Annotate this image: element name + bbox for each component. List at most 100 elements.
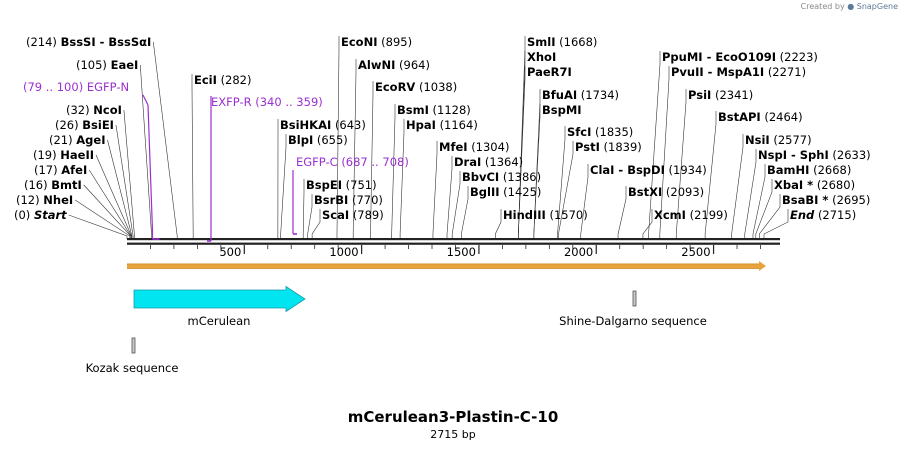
site-name: End xyxy=(790,208,815,222)
site-label[interactable]: ClaI - BspDI (1934) xyxy=(590,163,707,177)
site-label[interactable]: HpaI (1164) xyxy=(406,118,478,132)
site-name: SfcI xyxy=(567,125,591,139)
site-label[interactable]: XhoI xyxy=(527,50,556,64)
site-label[interactable]: EciI (282) xyxy=(194,73,252,87)
site-leader xyxy=(191,74,194,239)
ruler-tick-label: 1000 xyxy=(329,245,358,259)
ruler-tick-label: 1500 xyxy=(447,245,476,259)
site-label[interactable]: BsmI (1128) xyxy=(397,103,471,117)
feature-kozak[interactable]: Kozak sequence xyxy=(86,337,179,375)
site-label[interactable]: MfeI (1304) xyxy=(439,140,509,154)
site-label[interactable]: AlwNI (964) xyxy=(358,58,430,72)
site-name: EcoRV xyxy=(375,80,415,94)
site-label[interactable]: (214) BssSI - BssSαI xyxy=(26,35,151,49)
site-leader xyxy=(533,104,541,239)
site-leader xyxy=(302,179,305,239)
snapgene-credit: Created by ● SnapGene xyxy=(801,2,898,11)
site-label[interactable]: PstI (1839) xyxy=(575,140,642,154)
site-label[interactable]: (17) AfeI xyxy=(34,163,87,177)
site-position: (1304) xyxy=(471,140,509,154)
site-name: AfeI xyxy=(61,163,87,177)
site-label[interactable]: BglII (1425) xyxy=(470,185,541,199)
primer-label[interactable]: (79 .. 100) EGFP-N xyxy=(23,80,129,94)
site-label[interactable]: ScaI (789) xyxy=(322,208,384,222)
site-label[interactable]: BsrBI (770) xyxy=(314,193,383,207)
site-label[interactable]: BstXI (2093) xyxy=(628,185,704,199)
site-position: (2715) xyxy=(818,208,856,222)
site-name: XcmI xyxy=(654,208,686,222)
site-label[interactable]: NsiI (2577) xyxy=(745,133,812,147)
site-position: (2668) xyxy=(813,163,851,177)
site-label[interactable]: BspMI xyxy=(542,103,582,117)
site-leader xyxy=(558,141,574,239)
site-label[interactable]: EcoNI (895) xyxy=(341,35,412,49)
feature-mcerulean[interactable]: mCerulean xyxy=(133,285,306,329)
site-label[interactable]: BspEI (751) xyxy=(306,178,377,192)
site-label[interactable]: (16) BmtI xyxy=(24,178,82,192)
primer-label[interactable]: EXFP-R (340 .. 359) xyxy=(211,95,323,109)
site-label[interactable]: BfuAI (1734) xyxy=(542,88,619,102)
site-label[interactable]: BsaBI * (2695) xyxy=(782,193,870,207)
site-name: BlpI xyxy=(288,133,313,147)
site-label[interactable]: (21) AgeI xyxy=(49,133,105,147)
primer-range: (340 .. 359) xyxy=(255,95,323,109)
site-label[interactable]: (12) NheI xyxy=(16,193,73,207)
site-label[interactable]: (32) NcoI xyxy=(66,103,122,117)
dna-backbone[interactable] xyxy=(127,238,780,245)
site-label[interactable]: (0) Start xyxy=(14,208,67,222)
feature-shine-dalgarno[interactable]: Shine-Dalgarno sequence xyxy=(559,290,707,328)
site-label[interactable]: DraI (1364) xyxy=(454,155,523,169)
primer-range: (687 .. 708) xyxy=(341,155,409,169)
site-name: BamHI xyxy=(767,163,809,177)
site-label[interactable]: PsiI (2341) xyxy=(688,88,753,102)
site-leader xyxy=(446,156,453,239)
site-label[interactable]: XbaI * (2680) xyxy=(774,178,855,192)
site-position: (2271) xyxy=(768,65,806,79)
site-label[interactable]: PpuMI - EcoO109I (2223) xyxy=(662,50,818,64)
site-label[interactable]: (105) EaeI xyxy=(76,58,138,72)
site-label[interactable]: BlpI (655) xyxy=(288,133,348,147)
site-label[interactable]: PvuII - MspA1I (2271) xyxy=(671,65,806,79)
site-label[interactable]: BstAPI (2464) xyxy=(718,110,803,124)
site-name: BspMI xyxy=(542,103,582,117)
site-leader xyxy=(518,66,526,239)
site-label[interactable]: NspI - SphI (2633) xyxy=(758,148,871,162)
ruler-tick-label: 2000 xyxy=(564,245,593,259)
site-label[interactable]: BbvCI (1386) xyxy=(462,170,541,184)
site-position: (12) xyxy=(16,193,40,207)
site-label[interactable]: EcoRV (1038) xyxy=(375,80,457,94)
site-label[interactable]: PaeR7I xyxy=(527,65,572,79)
site-name: DraI xyxy=(454,155,481,169)
orf-arrow[interactable] xyxy=(127,261,766,271)
site-position: (2341) xyxy=(715,88,753,102)
site-label[interactable]: BamHI (2668) xyxy=(767,163,851,177)
plasmid-length: 2715 bp xyxy=(430,428,476,441)
site-position: (2223) xyxy=(780,50,818,64)
primer-leader xyxy=(142,94,154,239)
site-label[interactable]: HindIII (1570) xyxy=(503,208,588,222)
primer-name: EGFP-C xyxy=(296,155,338,169)
site-name: BstAPI xyxy=(718,110,761,124)
site-name: BglII xyxy=(470,185,500,199)
site-position: (1364) xyxy=(485,155,523,169)
site-label[interactable]: (26) BsiEI xyxy=(55,118,114,132)
site-leader xyxy=(370,81,374,239)
site-name: MfeI xyxy=(439,140,468,154)
site-label[interactable]: End (2715) xyxy=(790,208,856,222)
site-name: BbvCI xyxy=(462,170,499,184)
site-leader xyxy=(752,164,766,239)
site-position: (105) xyxy=(76,58,107,72)
site-position: (2695) xyxy=(832,193,870,207)
credit-brand: SnapGene xyxy=(856,2,898,11)
site-position: (1570) xyxy=(549,208,587,222)
site-label[interactable]: XcmI (2199) xyxy=(654,208,728,222)
site-position: (655) xyxy=(317,133,348,147)
site-label[interactable]: SfcI (1835) xyxy=(567,125,633,139)
snapgene-logo-icon: ● xyxy=(847,2,855,11)
site-label[interactable]: SmlI (1668) xyxy=(527,35,597,49)
site-label[interactable]: BsiHKAI (643) xyxy=(280,118,366,132)
site-label[interactable]: (19) HaeII xyxy=(33,148,94,162)
ruler-tick-label: 500 xyxy=(219,245,241,259)
primer-label[interactable]: EGFP-C (687 .. 708) xyxy=(296,155,409,169)
site-name: EcoNI xyxy=(341,35,377,49)
